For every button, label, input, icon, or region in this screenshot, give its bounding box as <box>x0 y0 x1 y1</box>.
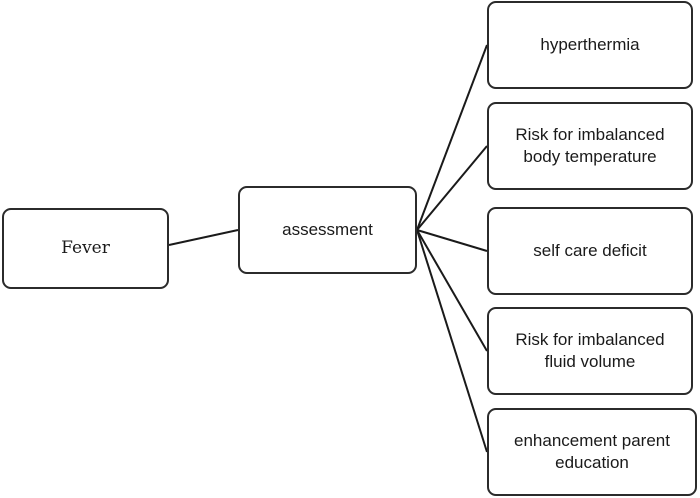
connector-fever-assessment <box>168 229 239 246</box>
node-risk-body-temperature: Risk for imbalanced body temperature <box>487 102 693 190</box>
node-parent-education-label: enhancement parent education <box>514 430 670 472</box>
node-fever: Fever <box>2 208 169 289</box>
node-hyperthermia: hyperthermia <box>487 1 693 89</box>
node-fever-label: Fever <box>61 238 110 259</box>
node-risk-fluid-volume: Risk for imbalanced fluid volume <box>487 307 693 395</box>
node-risk-fluid-volume-label: Risk for imbalanced fluid volume <box>515 329 665 371</box>
connector-assessment-hyperthermia <box>416 44 488 231</box>
node-risk-body-temperature-label: Risk for imbalanced body temperature <box>515 124 665 166</box>
connector-assessment-self-care <box>416 229 488 252</box>
connector-assessment-fluid-volume <box>416 229 488 352</box>
node-self-care-deficit-label: self care deficit <box>533 240 647 260</box>
node-parent-education: enhancement parent education <box>487 408 697 496</box>
node-assessment: assessment <box>238 186 417 274</box>
node-self-care-deficit: self care deficit <box>487 207 693 295</box>
node-assessment-label: assessment <box>282 220 373 239</box>
node-hyperthermia-label: hyperthermia <box>540 34 640 54</box>
connector-assessment-parent-education <box>416 229 488 453</box>
connector-assessment-body-temperature <box>416 145 488 231</box>
